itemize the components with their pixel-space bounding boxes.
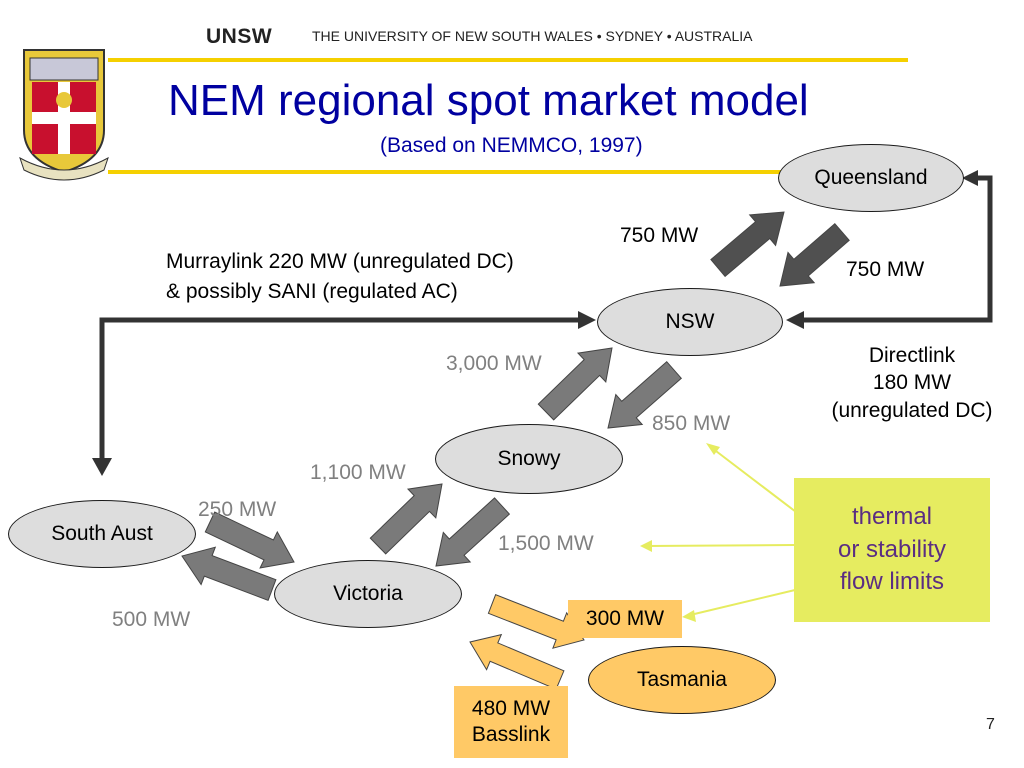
murraylink-arrowhead-nsw xyxy=(578,311,596,329)
flow-label-nsw-to-qld: 750 MW xyxy=(620,224,699,247)
murraylink-label-line1: Murraylink 220 MW (unregulated DC) xyxy=(166,250,514,273)
flow-label-vic-to-sa: 250 MW xyxy=(198,498,277,521)
directlink-label-line1: Directlink xyxy=(868,344,956,368)
basslink-name: Basslink xyxy=(471,723,551,746)
region-victoria: Victoria xyxy=(274,560,462,628)
basslink-label: 480 MW Basslink xyxy=(454,686,568,758)
arrow-tas-to-vic xyxy=(469,633,565,690)
flow-limits-note: thermal or stability flow limits xyxy=(794,478,990,622)
arrow-nsw-to-snowy xyxy=(607,360,683,429)
flow-arrows xyxy=(181,211,850,690)
flow-label-snowy-to-nsw: 3,000 MW xyxy=(446,352,542,375)
arrow-snowy-to-vic xyxy=(435,497,511,567)
directlink-line xyxy=(800,175,993,323)
arrow-qld-to-nsw xyxy=(779,222,850,287)
note-line1: thermal xyxy=(851,503,933,531)
flow-label-nsw-to-snowy: 850 MW xyxy=(652,412,731,435)
university-name: THE UNIVERSITY OF NEW SOUTH WALES • SYDN… xyxy=(312,28,753,44)
murraylink-label-line2: & possibly SANI (regulated AC) xyxy=(166,280,458,303)
directlink-arrowhead-nsw xyxy=(786,311,804,329)
arrow-to-victoria-from-sa xyxy=(204,511,295,569)
flow-label-vic-to-snowy: 1,100 MW xyxy=(310,461,406,484)
slide-title: NEM regional spot market model xyxy=(168,76,809,125)
directlink-label: Directlink 180 MW (unregulated DC) xyxy=(806,338,1018,428)
arrow-vic-to-snowy xyxy=(369,483,443,555)
header-gold-rule-top xyxy=(108,58,908,62)
flow-label-sa-to-vic: 500 MW xyxy=(112,608,191,631)
note-leader-lines xyxy=(645,447,801,617)
flow-label-qld-to-nsw: 750 MW xyxy=(846,258,925,281)
directlink-arrowhead-qld xyxy=(962,170,978,186)
region-queensland: Queensland xyxy=(778,144,964,212)
header-gold-rule-bottom xyxy=(108,170,788,174)
arrow-nsw-to-qld xyxy=(710,211,785,278)
note-leader-arrowheads xyxy=(640,443,720,622)
note-line2: or stability xyxy=(837,535,947,563)
region-tasmania: Tasmania xyxy=(588,646,776,714)
page-number: 7 xyxy=(986,716,995,733)
murraylink-arrowhead-sa xyxy=(92,458,112,476)
arrow-victoria-to-sa xyxy=(181,546,277,601)
basslink-capacity: 480 MW xyxy=(471,696,551,720)
region-snowy: Snowy xyxy=(435,424,623,494)
flow-label-vic-to-tas: 300 MW xyxy=(568,600,682,638)
arrow-snowy-to-nsw xyxy=(537,347,613,421)
slide-subtitle: (Based on NEMMCO, 1997) xyxy=(380,134,643,157)
murraylink-line xyxy=(99,317,582,458)
region-nsw: NSW xyxy=(597,288,783,356)
directlink-label-line2: 180 MW xyxy=(872,371,952,395)
region-south-aust: South Aust xyxy=(8,500,196,568)
unsw-crest-icon xyxy=(19,49,109,181)
note-line3: flow limits xyxy=(839,568,944,596)
flow-label-snowy-to-vic: 1,500 MW xyxy=(498,532,594,555)
unsw-logo-text: UNSW xyxy=(206,25,273,48)
directlink-label-line3: (unregulated DC) xyxy=(831,398,993,422)
